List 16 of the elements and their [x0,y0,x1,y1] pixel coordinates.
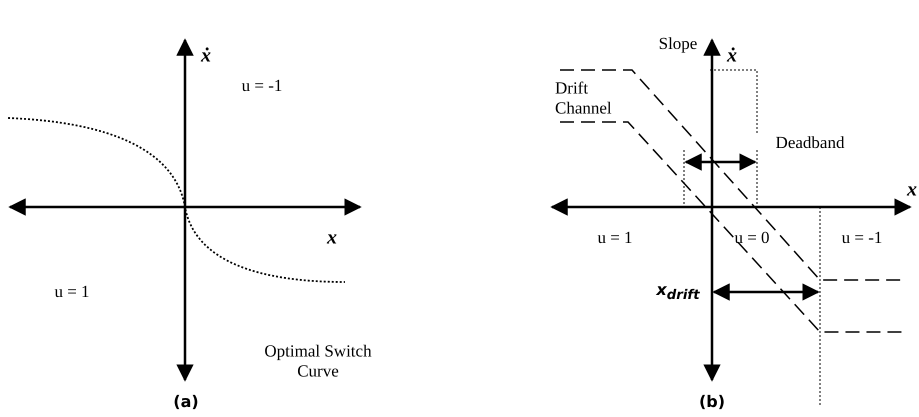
slope-label: Slope [658,34,698,54]
channel-label: Drift Channel [555,78,613,118]
region-label: u = 0 [734,228,770,248]
deadband-label: Deadband [776,133,844,153]
axis-label: ẋ [201,44,211,68]
region-label: u = -1 [242,76,282,96]
panel-label: (b) [698,392,726,412]
drift-label: x$_{drift}$ [656,280,700,304]
axis-label: x [327,226,337,250]
curve-label: Optimal Switch Curve [263,341,373,381]
region-label: u = 1 [54,282,90,302]
region-label: u = 1 [597,228,633,248]
axis-label: x [907,178,917,202]
axis-label: ẋ [727,44,737,68]
panel-label: (a) [173,392,199,412]
region-label: u = -1 [842,228,882,248]
